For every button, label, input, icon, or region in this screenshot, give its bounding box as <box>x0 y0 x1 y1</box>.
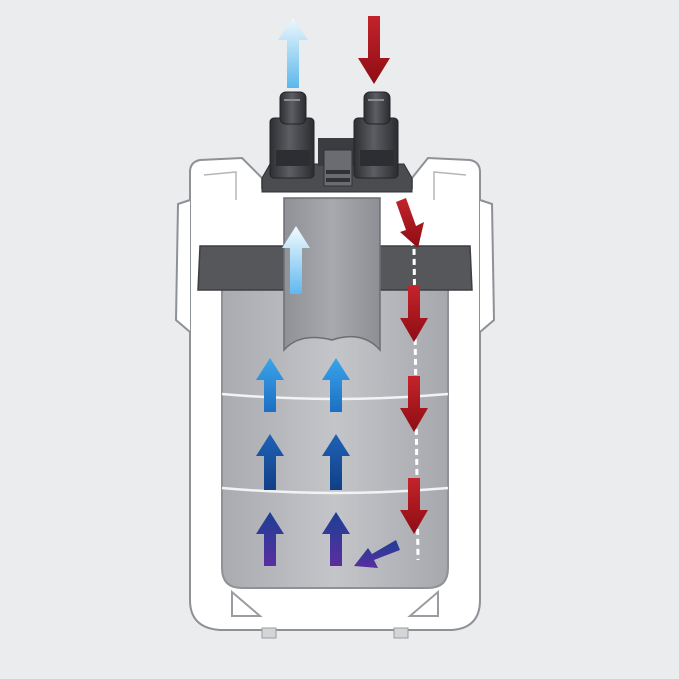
stage-arrows-bottom <box>256 512 350 566</box>
inflow-arrows <box>354 198 428 568</box>
intake-arrow-icon <box>358 16 390 84</box>
outlet-valve-icon <box>269 91 315 179</box>
inlet-valve-icon <box>353 91 399 179</box>
stage-arrows-top <box>256 358 350 412</box>
outlet-tube <box>283 197 381 352</box>
output-arrow-icon <box>278 18 308 88</box>
stage-arrows-middle <box>256 434 350 490</box>
outflow-arrow-tube <box>282 226 310 294</box>
